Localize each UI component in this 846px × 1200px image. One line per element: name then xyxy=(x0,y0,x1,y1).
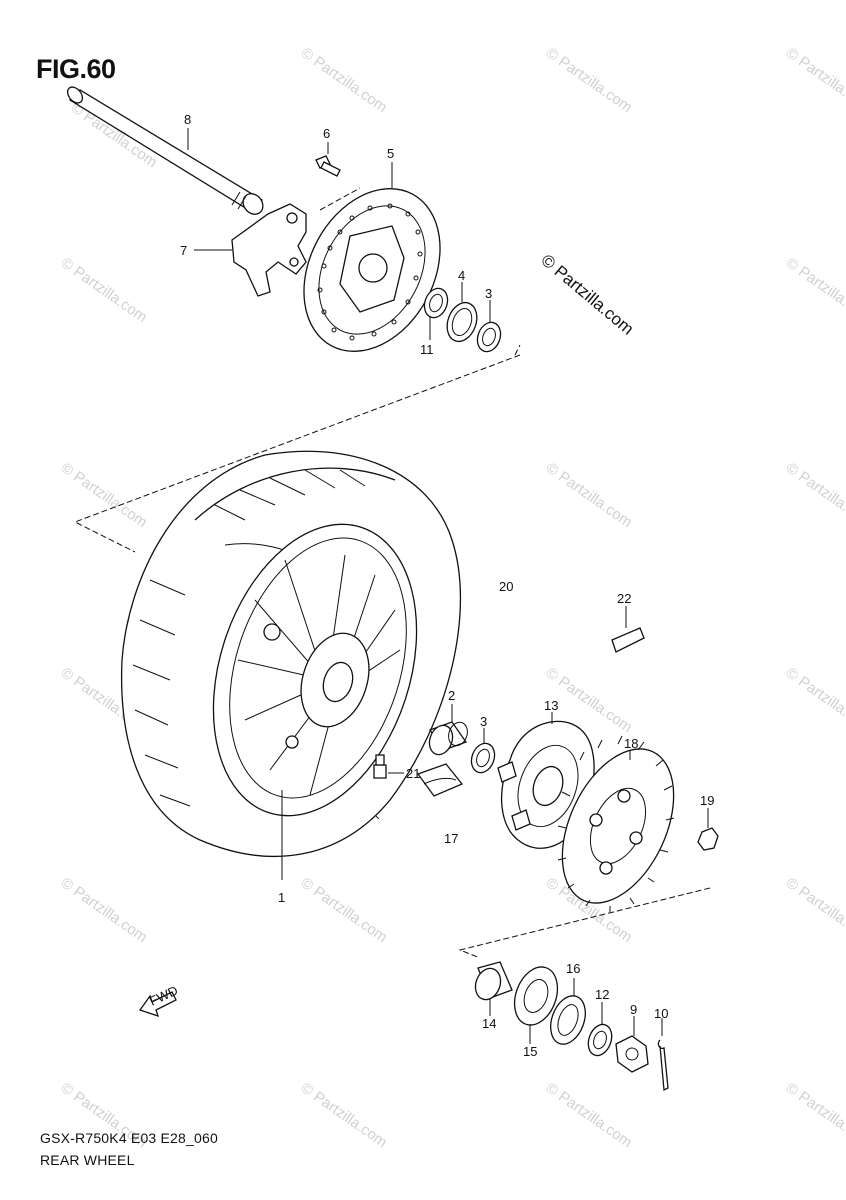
callout-2: 2 xyxy=(448,688,455,703)
callout-21: 21 xyxy=(406,766,420,781)
watermark: © Partzilla.com xyxy=(298,44,391,116)
watermark: © Partzilla.com xyxy=(58,254,151,326)
callout-3-lower: 3 xyxy=(480,714,487,729)
callout-3-upper: 3 xyxy=(485,286,492,301)
watermark: © Partzilla.com xyxy=(58,459,151,531)
rear-sprocket xyxy=(557,735,675,912)
assembly-line-bolt xyxy=(319,187,361,211)
callout-9: 9 xyxy=(630,1002,637,1017)
callout-17: 17 xyxy=(444,831,458,846)
axle xyxy=(66,86,264,215)
figure-title: FIG.60 xyxy=(36,54,116,84)
callout-16: 16 xyxy=(566,961,580,976)
rear-wheel xyxy=(120,450,462,880)
brake-disc xyxy=(303,162,441,352)
callout-22: 22 xyxy=(617,591,631,606)
axle-nut xyxy=(615,1016,649,1073)
watermark: © Partzilla.com xyxy=(783,664,846,736)
callout-19: 19 xyxy=(700,793,714,808)
callout-4: 4 xyxy=(458,268,465,283)
caliper-bracket xyxy=(194,203,307,297)
sprocket-bearing xyxy=(513,966,559,1044)
hub-bolt xyxy=(373,754,404,779)
watermark: © Partzilla.com xyxy=(783,254,846,326)
callout-11: 11 xyxy=(420,342,434,357)
forward-direction-indicator: FWD xyxy=(138,983,180,1018)
callout-12: 12 xyxy=(595,987,609,1002)
cotter-pin xyxy=(657,1018,669,1092)
callout-20: 20 xyxy=(499,579,513,594)
callout-13: 13 xyxy=(544,698,558,713)
watermark-main: © Partzilla.com xyxy=(537,251,637,339)
bearing-upper xyxy=(476,300,502,353)
callout-5: 5 xyxy=(387,146,394,161)
watermark: © Partzilla.com xyxy=(58,874,151,946)
callout-10: 10 xyxy=(654,1006,668,1021)
sprocket-spacer xyxy=(587,1002,613,1057)
model-code: GSX-R750K4 E03 E28_060 xyxy=(40,1130,218,1146)
oil-seal xyxy=(446,282,478,343)
bolt xyxy=(315,142,341,177)
cush-damper xyxy=(416,763,464,797)
callout-1: 1 xyxy=(278,890,285,905)
callouts: 1 2 3 3 4 5 6 7 8 9 10 11 12 13 14 15 16… xyxy=(180,112,714,1059)
callout-8: 8 xyxy=(184,112,191,127)
bearing-lower xyxy=(470,728,496,774)
sprocket-nut xyxy=(697,808,719,851)
assembly-line-upper xyxy=(73,354,521,553)
wheel-spacer xyxy=(428,704,468,756)
axle-spacer xyxy=(474,961,513,1016)
callout-14: 14 xyxy=(482,1016,496,1031)
watermark: © Partzilla.com xyxy=(783,459,846,531)
watermark: © Partzilla.com xyxy=(298,1079,391,1151)
sprocket-oil-seal xyxy=(550,978,586,1045)
watermark: © Partzilla.com xyxy=(543,1079,636,1151)
watermark: © Partzilla.com xyxy=(783,44,846,116)
callout-6: 6 xyxy=(323,126,330,141)
assembly-line-upper-tick xyxy=(514,344,521,356)
spacer-collar xyxy=(423,287,449,340)
callout-7: 7 xyxy=(180,243,187,258)
watermark: © Partzilla.com xyxy=(543,459,636,531)
section-name: REAR WHEEL xyxy=(40,1152,135,1168)
assembly-line-lower xyxy=(458,887,711,959)
watermark: © Partzilla.com xyxy=(783,874,846,946)
callout-18: 18 xyxy=(624,736,638,751)
watermark: © Partzilla.com xyxy=(543,44,636,116)
callout-15: 15 xyxy=(523,1044,537,1059)
balance-weight xyxy=(611,606,645,653)
watermark: © Partzilla.com xyxy=(298,874,391,946)
watermark: © Partzilla.com xyxy=(783,1079,846,1151)
